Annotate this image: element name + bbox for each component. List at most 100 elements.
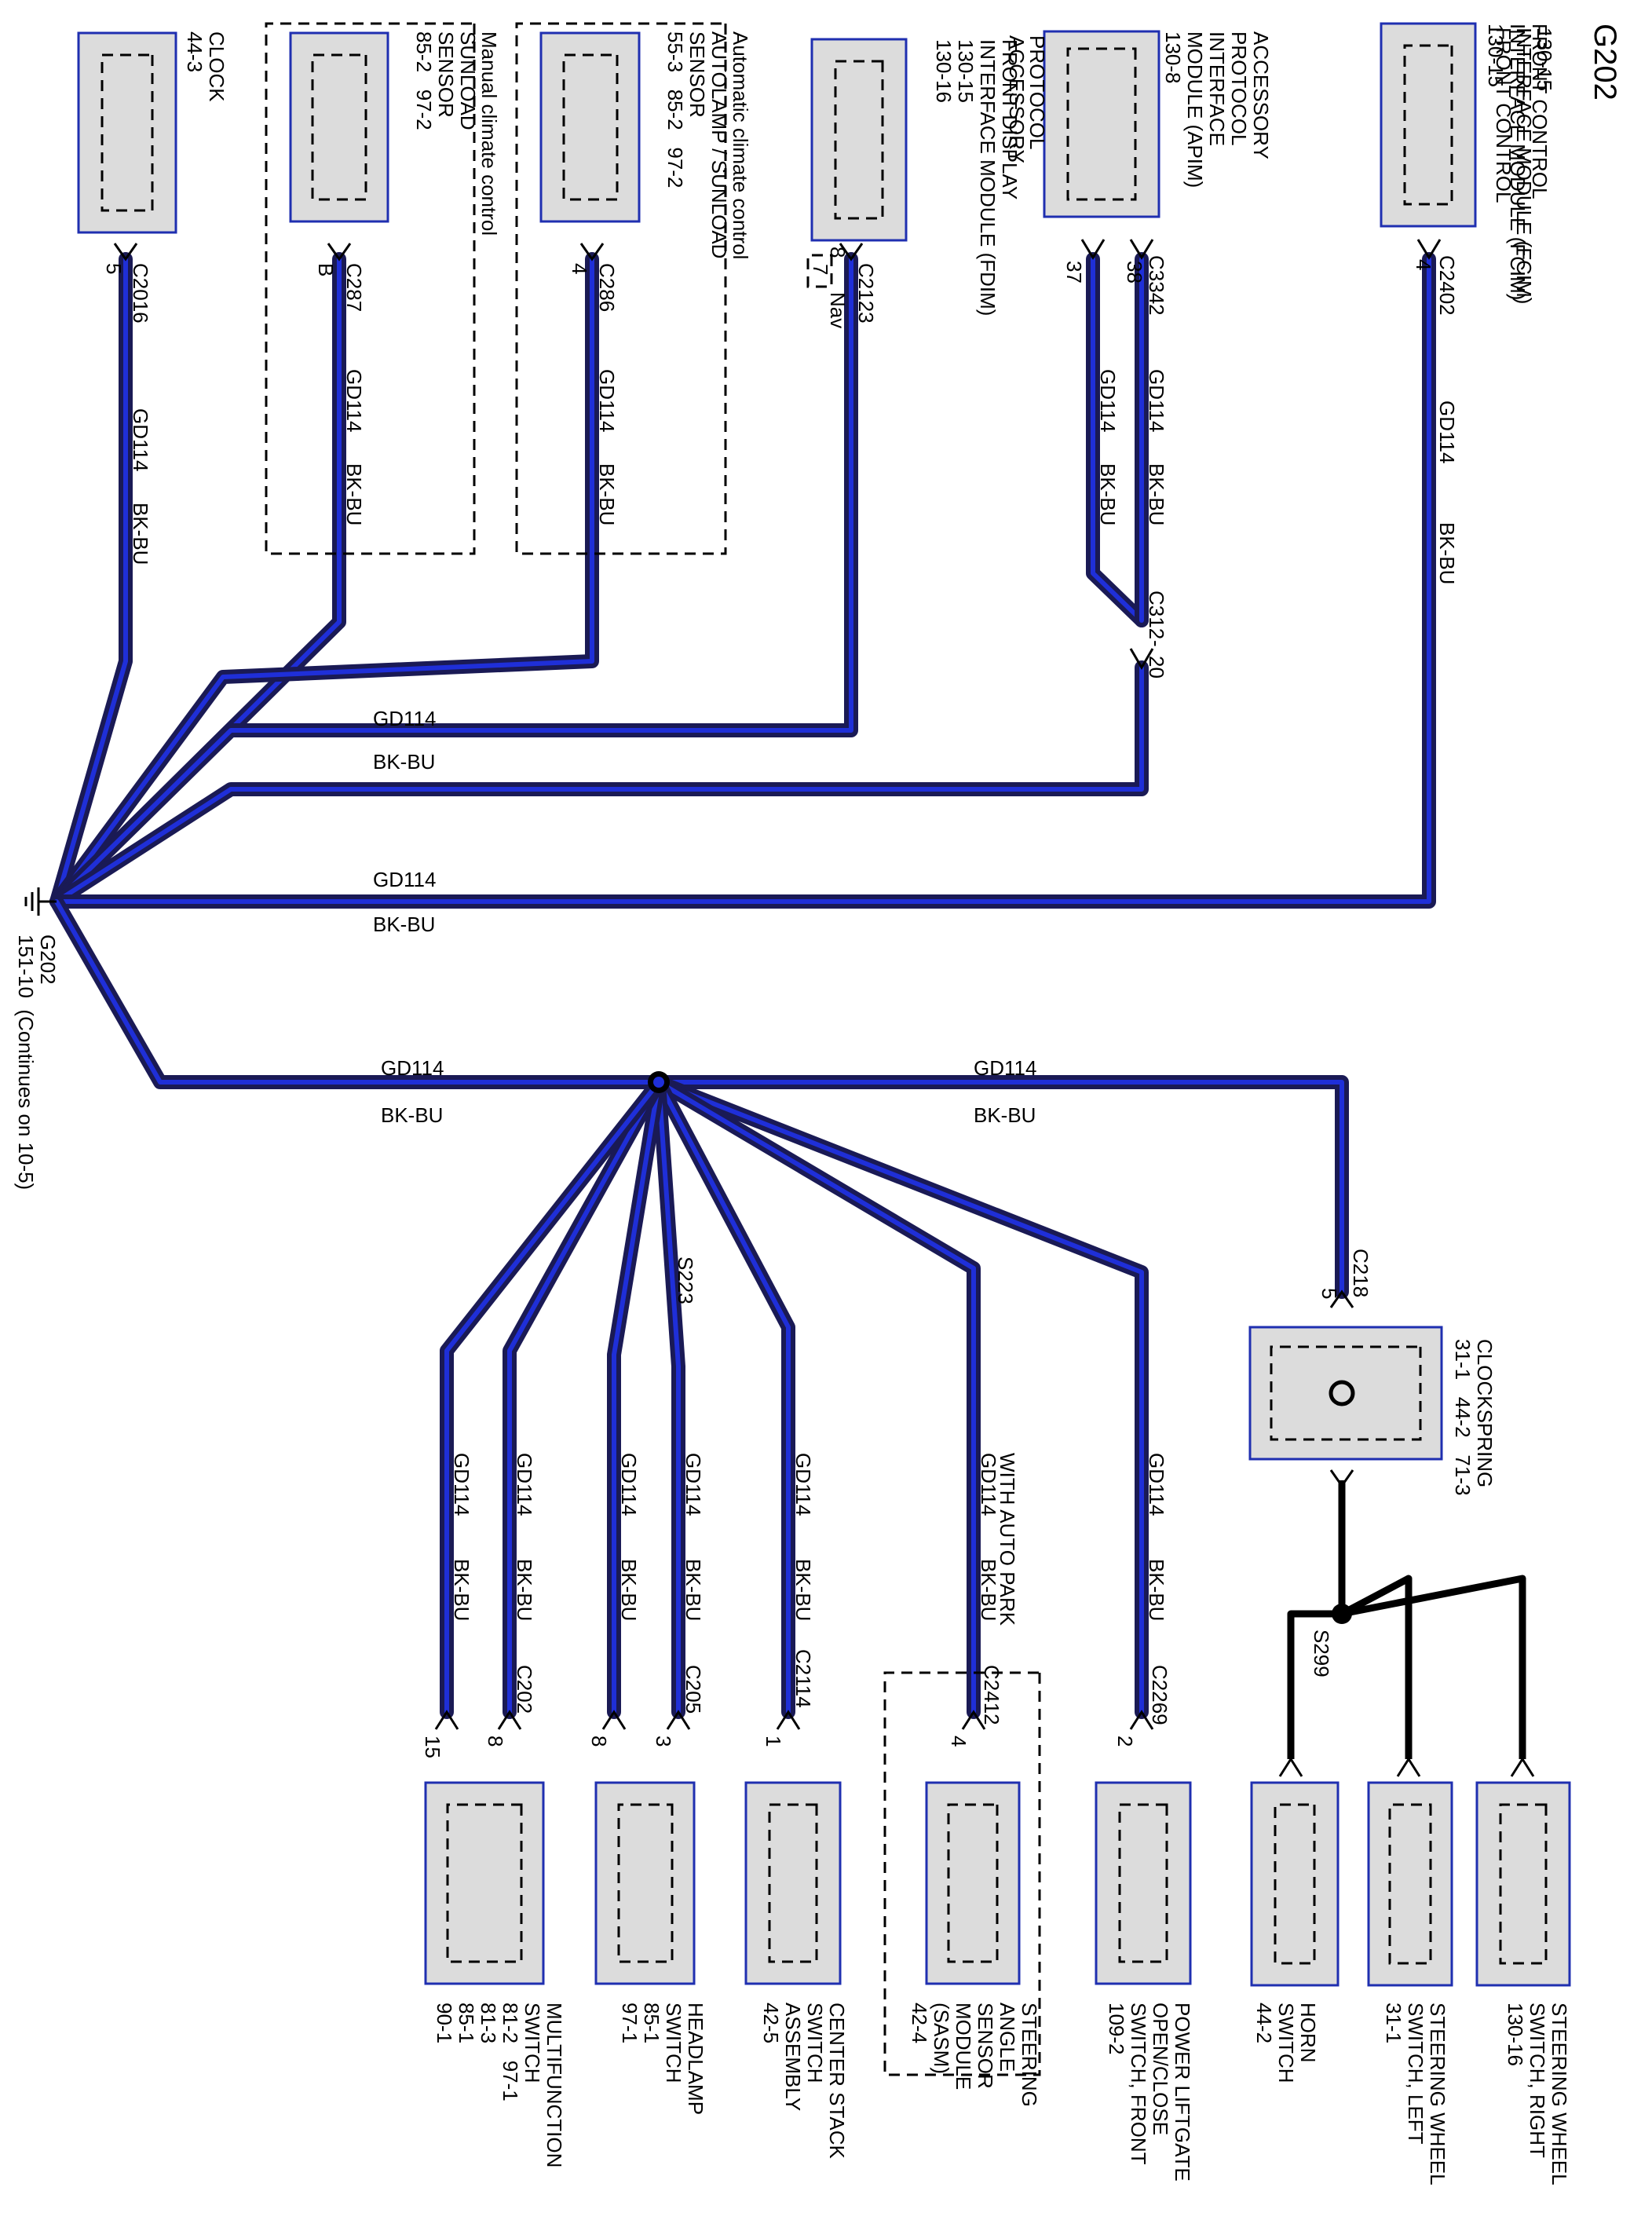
apim-label-line: PROTOCOL	[1227, 31, 1251, 146]
wire-label-circuit: GD114	[1145, 369, 1168, 432]
wire-label-color: BK-BU	[342, 463, 366, 525]
center-stack-label-line: CENTER STACK	[825, 2003, 849, 2159]
wire-label-color: BK-BU	[381, 1103, 444, 1127]
wire-label-circuit: GD114	[373, 707, 437, 730]
wire-label-circuit: GD114	[1096, 369, 1120, 432]
liftgate-connector: C2269	[1148, 1665, 1171, 1725]
splice-s223-label: S223	[674, 1256, 697, 1304]
sasm-label-line: ANGLE	[996, 2003, 1019, 2072]
headlamp-label-line: SWITCH	[662, 2003, 685, 2083]
wire-label-color: BK-BU	[1145, 1559, 1168, 1621]
multifunction-label-line: 81-3	[477, 2003, 500, 2044]
wire-label-color: BK-BU	[513, 1559, 536, 1621]
wire-horn	[1287, 1610, 1342, 1759]
fcim-label-line: INTERFACE MODULE (FCIM)	[1506, 24, 1530, 301]
clock-pin: 5	[102, 263, 126, 274]
module-apim[interactable]: ACCESSORY PROTOCOL INTERFACE C3342 38 37…	[1005, 30, 1168, 679]
module-liftgate[interactable]: C2269 2	[1095, 1665, 1192, 1985]
sunload-label-line: 85-2 97-2	[412, 31, 436, 130]
wire-label-color: BK-BU	[1435, 522, 1459, 584]
wire-label-color: BK-BU	[617, 1559, 641, 1621]
multifunction-pin-15: 15	[421, 1736, 444, 1758]
clock-label-line: 44-3	[183, 31, 206, 73]
wire-label-color: BK-BU	[977, 1559, 1000, 1621]
wire-label-color: BK-BU	[595, 463, 619, 525]
apim-label-line: ACCESSORY	[1249, 31, 1273, 159]
horn-label-line: SWITCH	[1274, 2003, 1298, 2083]
clockspring-connector: C218	[1349, 1249, 1372, 1297]
wire-label-circuit: GD114	[977, 1453, 1000, 1516]
liftgate-label-line: OPEN/CLOSE	[1149, 2003, 1172, 2136]
headlamp-label-line: HEADLAMP	[684, 2003, 707, 2116]
apim-connector: C3342	[1145, 255, 1168, 316]
module-fcim[interactable]: FRONT CONTROL INTERFACE MODULE (FCIM) 13…	[1380, 22, 1556, 316]
fcim-connector: C2402	[1435, 255, 1459, 316]
sasm-label-line: STEERING	[1018, 2003, 1041, 2107]
module-sasm[interactable]: C2412 4 WITH AUTO PARK	[883, 1453, 1041, 2076]
module-center-stack[interactable]: C2114 1	[744, 1649, 842, 1985]
autolamp-label-line: SENSOR	[685, 31, 709, 118]
fdim-alt-pin: 7	[809, 264, 832, 275]
wire-label-circuit: GD114	[682, 1453, 705, 1516]
ground-ref: 151-10	[14, 935, 38, 998]
wire-label-circuit: GD114	[381, 1056, 444, 1080]
horn-label-line: HORN	[1296, 2003, 1320, 2063]
fdim-label-line: 130-15	[954, 39, 978, 103]
module-multifunction[interactable]: C202 8 15	[421, 1665, 545, 1985]
center-stack-label-line: SWITCH	[803, 2003, 827, 2083]
wire-label-circuit: GD114	[450, 1453, 473, 1516]
wire-label-circuit: GD114	[791, 1453, 815, 1516]
liftgate-pin: 2	[1113, 1736, 1137, 1747]
multifunction-label-line: 85-1	[455, 2003, 478, 2044]
sunload-connector: C287	[342, 263, 366, 312]
page-title: G202	[1588, 24, 1622, 101]
wire-label-circuit: GD114	[513, 1453, 536, 1516]
horn-label-line: 44-2	[1252, 2003, 1276, 2044]
multifunction-label-line: MULTIFUNCTION	[543, 2003, 566, 2168]
module-sw-right[interactable]	[1475, 1757, 1571, 1987]
wire-label-color: BK-BU	[450, 1559, 473, 1621]
autolamp-pin: 4	[568, 263, 591, 274]
fdim-alt-note: Nav	[826, 292, 850, 328]
apim-inline-pin: 20	[1145, 656, 1168, 679]
center-stack-label-line: ASSEMBLY	[781, 2003, 805, 2112]
apim-label-line: 130-8	[1161, 31, 1185, 84]
clockspring-label-line: CLOCKSPRING	[1473, 1339, 1497, 1488]
wire-label-color: BK-BU	[682, 1559, 705, 1621]
wire-sw-left	[1340, 1575, 1413, 1759]
sw-right-label-line: 130-16	[1504, 2003, 1527, 2066]
multifunction-connector: C202	[513, 1665, 536, 1714]
module-headlamp[interactable]: C205 3 8	[587, 1665, 705, 1985]
wire-label-circuit: GD114	[129, 408, 152, 471]
clockspring-label-line: 31-1 44-2 71-3	[1451, 1339, 1475, 1496]
module-clockspring[interactable]: C218 5	[1248, 1249, 1443, 1488]
apim-line-1: ACCESSORY	[1005, 35, 1029, 163]
fdim-label-line: FRONT DISPLAY	[998, 39, 1022, 200]
splice-s299	[1332, 1604, 1352, 1624]
module-clock[interactable]: C2016 5	[77, 31, 177, 324]
fdim-connector: C2123	[854, 263, 878, 324]
autolamp-connector: C286	[595, 263, 619, 312]
module-sw-left[interactable]	[1367, 1757, 1453, 1987]
sunload-pin: B	[314, 263, 338, 276]
sw-left-label-line: STEERING WHEEL	[1426, 2003, 1449, 2186]
multifunction-label-line: 90-1	[433, 2003, 456, 2044]
module-fdim[interactable]: C2123 8 7 Nav	[806, 38, 908, 328]
apim-pin-37: 37	[1062, 261, 1086, 283]
apim-label-line: INTERFACE	[1205, 31, 1229, 146]
module-horn[interactable]	[1250, 1757, 1340, 1987]
